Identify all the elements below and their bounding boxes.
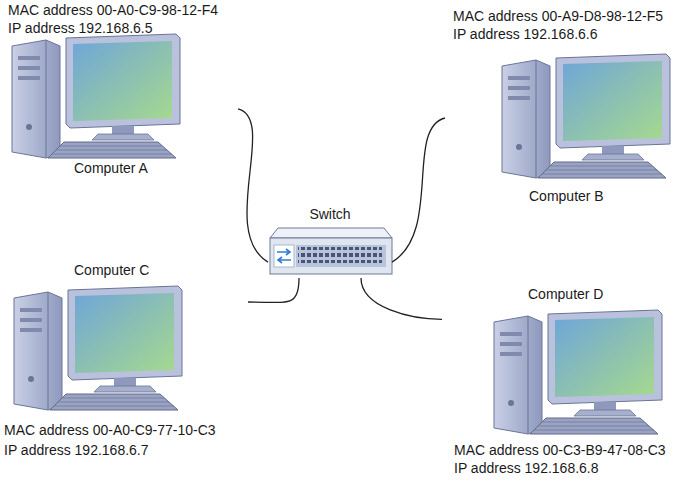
computer-label: IP address 192.168.6.8	[454, 460, 599, 477]
computer-label: Computer B	[529, 188, 604, 205]
ip-address: MAC address 00-C3-B9-47-08-C3	[454, 442, 666, 459]
network-cable	[361, 278, 442, 319]
computer-node: MAC address 00-A0-C9-98-12-F4IP address …	[2, 2, 238, 180]
computer-label: Computer D	[528, 286, 603, 303]
computer-label: IP address 192.168.6.7	[4, 442, 149, 459]
computer-node: Computer D MAC address 00-C3-B9-47-08-C3I…	[442, 286, 685, 482]
switch-node: Switch	[268, 206, 392, 278]
switch-icon	[270, 228, 392, 274]
computer-b-icon	[502, 54, 670, 178]
ip-address: IP address 192.168.6.6	[453, 26, 598, 43]
computer-c-icon	[14, 286, 182, 410]
computer-d-icon	[494, 310, 662, 434]
mac-address: MAC address 00-A0-C9-98-12-F4	[8, 2, 218, 19]
mac-address: MAC address 00-A9-D8-98-12-F5	[453, 8, 663, 25]
computer-node: MAC address 00-A9-D8-98-12-F5IP address …	[445, 8, 683, 208]
network-cable	[248, 278, 299, 302]
computer-label: Computer A	[74, 160, 148, 177]
network-cable	[392, 118, 445, 262]
computer-node: Computer C MAC address 00-A0-C9-77-10-C3I…	[2, 262, 248, 462]
network-cable	[238, 109, 268, 262]
ip-address: IP address 192.168.6.5	[8, 20, 153, 37]
computer-a-icon	[12, 34, 180, 158]
ip-address: MAC address 00-A0-C9-77-10-C3	[4, 422, 216, 439]
switch-label: Switch	[309, 206, 350, 223]
computer-label: Computer C	[74, 262, 149, 279]
